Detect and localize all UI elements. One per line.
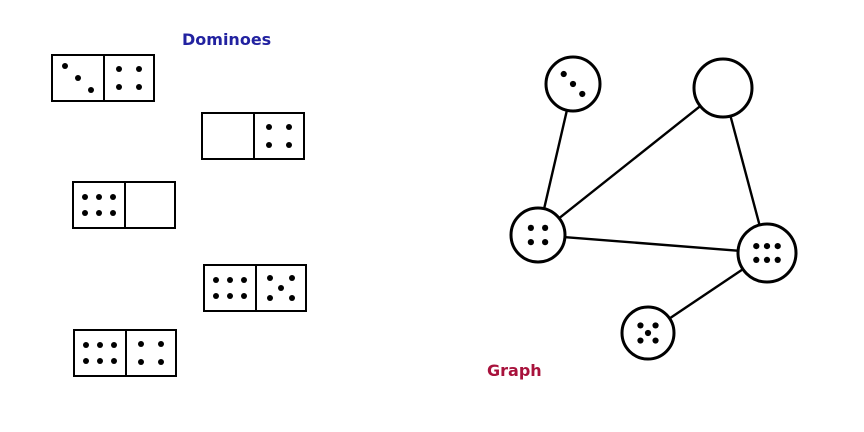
domino-pip — [138, 358, 145, 365]
graph-node-pip — [652, 337, 659, 344]
domino-pip — [288, 294, 295, 301]
domino-pip — [83, 342, 89, 349]
graph-node-pip — [652, 322, 659, 329]
domino-pip — [135, 83, 142, 90]
domino-pip — [266, 141, 273, 148]
graph-node-pip — [637, 337, 644, 344]
domino-pip — [82, 194, 88, 201]
domino-half-right — [103, 56, 153, 100]
domino-pip — [88, 87, 94, 94]
domino-pip — [110, 194, 116, 201]
graph-node-circle — [509, 206, 567, 264]
domino-pip — [267, 275, 274, 282]
domino-pip — [116, 83, 123, 90]
domino-pip — [157, 341, 164, 348]
domino-pip — [213, 292, 219, 299]
domino-pip — [97, 342, 103, 349]
domino-pip — [135, 66, 142, 73]
domino-pip — [267, 294, 274, 301]
graph-edge — [668, 267, 745, 321]
domino-pip — [75, 75, 81, 81]
domino-pip — [83, 357, 89, 364]
domino-pip — [285, 124, 292, 131]
graph-node-pip — [763, 256, 771, 263]
domino-pip — [285, 141, 292, 148]
graph-node-pip — [527, 224, 534, 231]
domino-pip — [278, 285, 284, 291]
domino-tile — [203, 264, 307, 312]
graph-node-pip — [569, 80, 577, 88]
graph-node-pip — [542, 224, 549, 231]
domino-half-left — [74, 183, 124, 227]
graph-node-circle — [692, 57, 754, 119]
domino-half-left — [205, 266, 255, 310]
domino-half-right — [124, 183, 174, 227]
domino-pip — [227, 277, 233, 284]
domino-pip — [111, 357, 117, 364]
graph-edge — [729, 114, 761, 227]
domino-tile — [73, 329, 177, 377]
domino-half-right — [253, 114, 303, 158]
domino-pip — [62, 62, 68, 69]
graph-edge — [563, 235, 740, 253]
domino-pip — [138, 341, 145, 348]
domino-pip — [110, 209, 116, 216]
domino-half-right — [255, 266, 305, 310]
graph-edge — [542, 109, 569, 210]
domino-pip — [82, 209, 88, 216]
domino-pip — [266, 124, 273, 131]
graph-node-pip — [542, 239, 549, 246]
graph-node-pip — [579, 90, 586, 98]
domino-pip — [116, 66, 123, 73]
graph-edges-layer — [542, 104, 761, 321]
graph-node — [509, 206, 567, 264]
domino-tile — [51, 54, 155, 102]
graph-node-pip — [774, 256, 781, 263]
graph-panel-title: Graph — [487, 361, 542, 380]
domino-half-left — [75, 331, 125, 375]
domino-pip — [96, 194, 102, 201]
graph-node-pip — [753, 243, 760, 250]
domino-pip — [241, 277, 247, 284]
graph-node-pip — [763, 243, 771, 250]
graph-node-pip — [527, 239, 534, 246]
graph-node — [544, 55, 602, 113]
domino-half-right — [125, 331, 175, 375]
domino-tile — [72, 181, 176, 229]
domino-pip — [96, 209, 102, 216]
domino-pip — [227, 292, 233, 299]
graph-node — [692, 57, 754, 119]
domino-pip — [157, 358, 164, 365]
graph-node-pip — [560, 70, 567, 78]
graph-node — [736, 222, 798, 284]
graph-nodes-layer — [509, 55, 798, 361]
dominoes-panel-title: Dominoes — [182, 30, 272, 49]
graph-node-pip — [774, 243, 781, 250]
domino-pip — [288, 275, 295, 282]
domino-half-left — [53, 56, 103, 100]
domino-pip — [111, 342, 117, 349]
graph-node-circle — [736, 222, 798, 284]
graph-node — [620, 305, 676, 361]
graph-node-pip — [644, 329, 652, 337]
graph-node-pip — [753, 256, 760, 263]
domino-pip — [241, 292, 247, 299]
graph-node-pip — [637, 322, 644, 329]
domino-tile — [201, 112, 305, 160]
domino-pip — [97, 357, 103, 364]
domino-pip — [213, 277, 219, 284]
graph-edge — [557, 104, 702, 220]
